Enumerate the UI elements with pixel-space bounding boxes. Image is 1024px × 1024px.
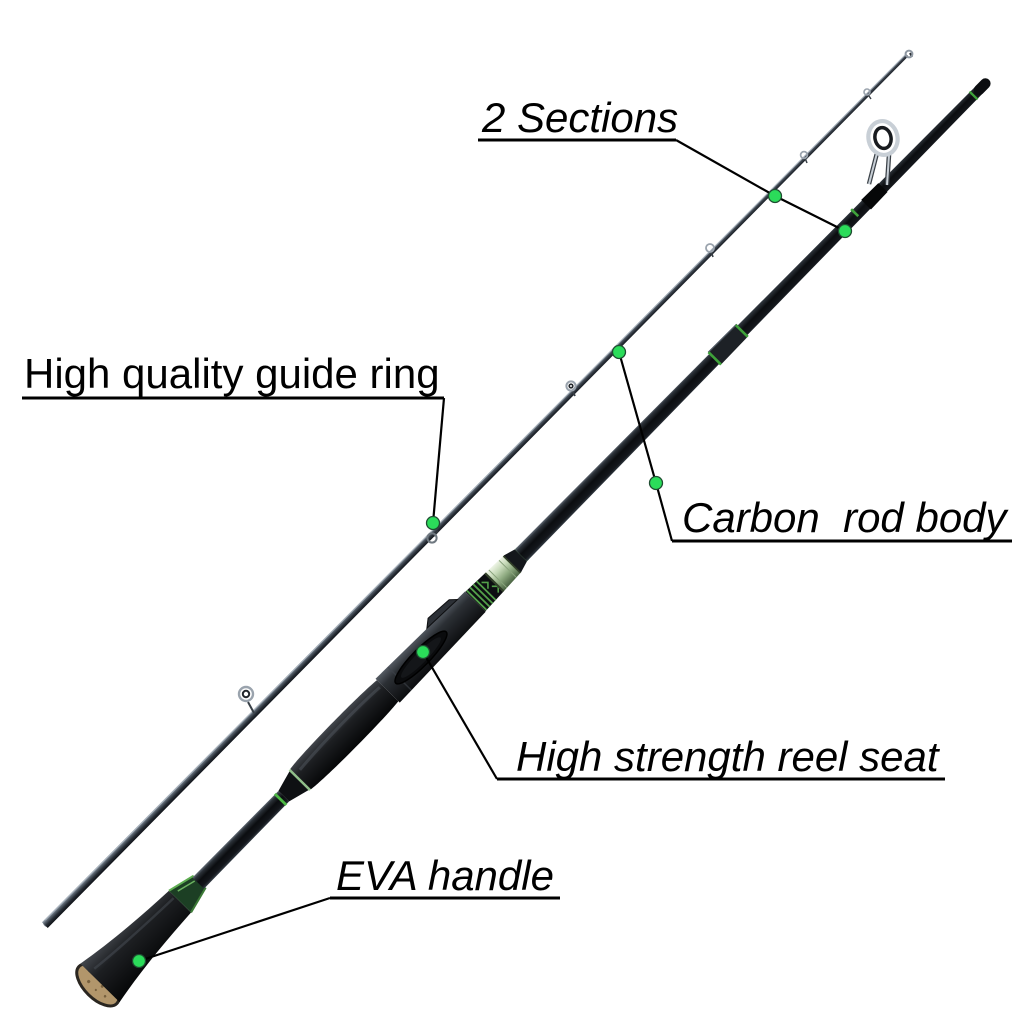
leader-guide-ring — [431, 397, 446, 524]
section-tip-cap — [973, 78, 991, 96]
lower-blank — [192, 790, 290, 889]
guide-ring-5 — [799, 150, 809, 164]
leader-reel-seat — [422, 651, 498, 780]
label-guide-ring: High quality guide ring — [24, 350, 440, 397]
eva-rear-grip — [80, 890, 192, 1003]
eva-foregrip — [290, 680, 399, 790]
marker-dots — [131, 188, 853, 969]
marker-dot-guide-ring — [425, 515, 441, 531]
green-trim-ring — [288, 768, 312, 792]
label-rod-body: Carbon rod body — [682, 494, 1007, 541]
marker-dot-eva-handle — [131, 953, 147, 969]
guide-ring-4 — [705, 243, 715, 258]
guide-ring-1 — [237, 685, 255, 714]
guide-foot-wrap — [861, 183, 888, 210]
winding-check — [168, 874, 207, 914]
carbon-blank — [514, 81, 988, 562]
guide-ring-6 — [863, 88, 872, 100]
guide-ring-3 — [565, 380, 577, 397]
marker-dot-butt-section — [837, 223, 853, 239]
leader-2-sections — [675, 139, 846, 232]
reel-seat — [375, 591, 486, 703]
foregrip-taper — [278, 769, 311, 802]
label-2-sections: 2 Sections — [482, 94, 679, 141]
label-eva-handle: EVA handle — [336, 852, 554, 899]
guide-ring-large — [866, 119, 900, 186]
green-trim-ring — [850, 208, 860, 218]
green-trim-ring — [968, 90, 979, 101]
marker-dot-rod-body-upper — [611, 344, 627, 360]
band-taper — [503, 549, 527, 573]
tip-section-blank — [41, 53, 909, 929]
label-reel-seat: High strength reel seat — [516, 733, 939, 780]
tip-top-guide — [904, 49, 914, 59]
marker-dot-tip-section — [767, 188, 783, 204]
rod-butt-section — [75, 78, 991, 1008]
leader-eva-handle — [138, 896, 331, 963]
rod-tip-section — [41, 53, 909, 929]
guide-rings — [237, 49, 914, 714]
metal-band — [484, 555, 522, 593]
ferrule-joint — [707, 323, 749, 366]
green-trim-ring — [273, 792, 288, 807]
marker-dot-reel-seat — [415, 644, 431, 660]
guide-ring-2 — [426, 530, 439, 544]
marker-dot-rod-body-lower — [648, 475, 664, 491]
blank-highlight — [44, 54, 906, 921]
